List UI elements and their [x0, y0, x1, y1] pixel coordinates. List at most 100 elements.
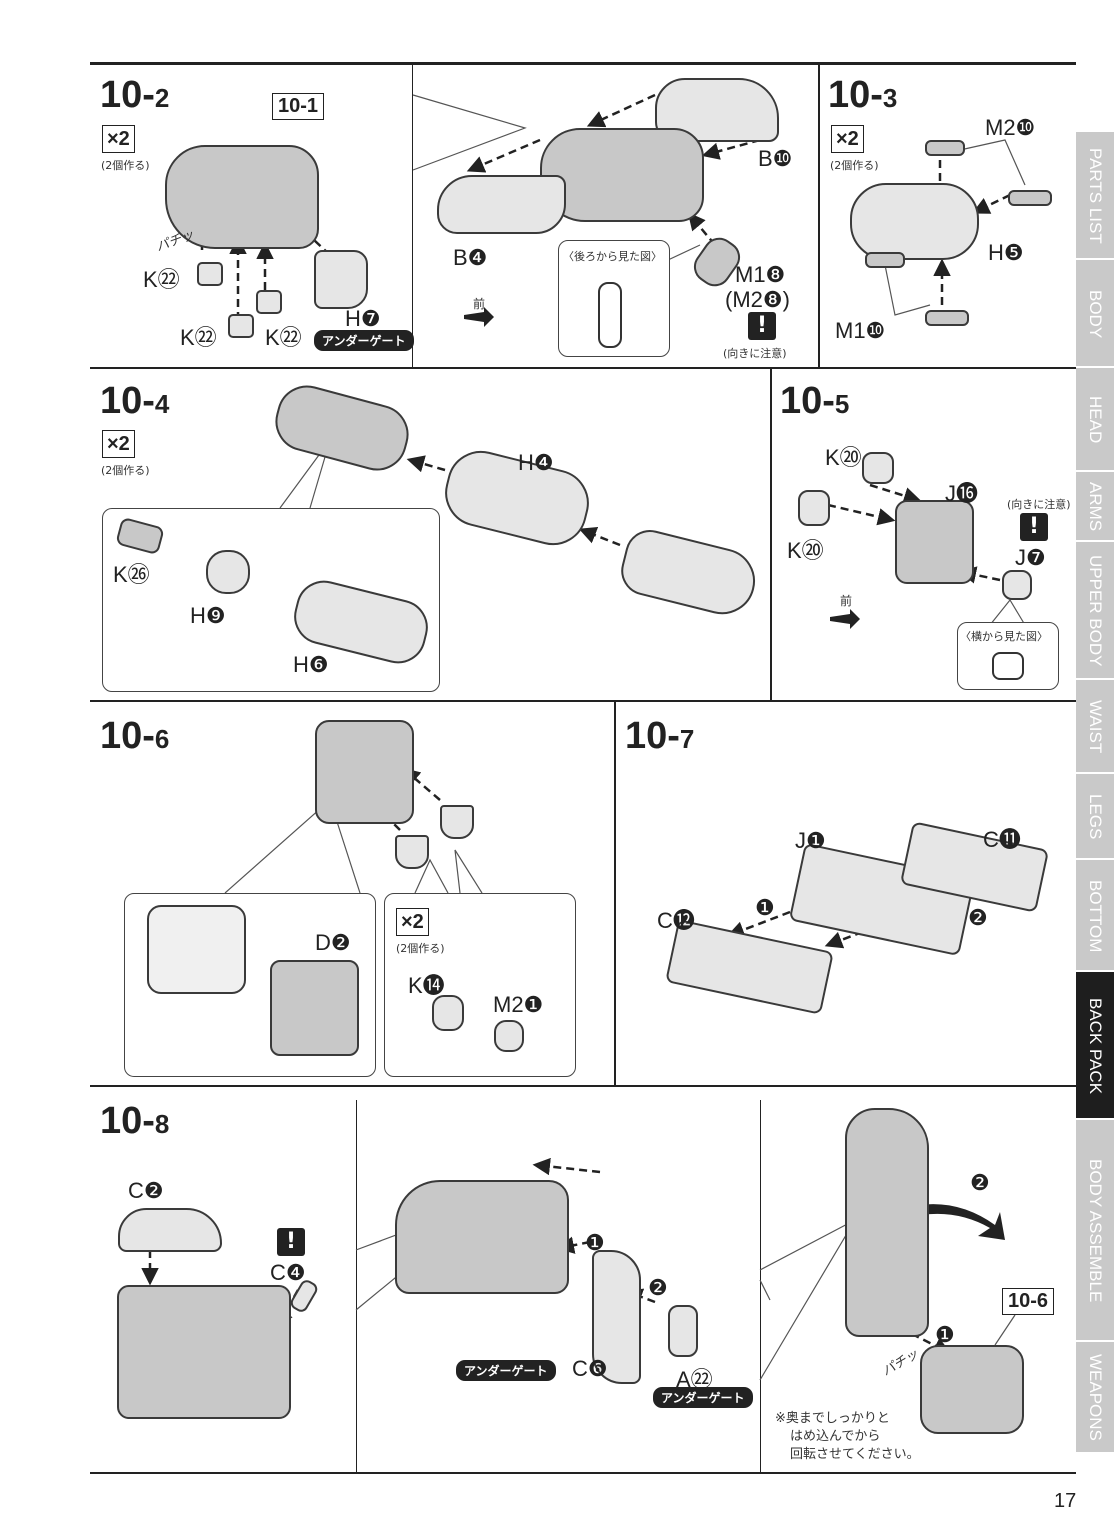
label-c12: C⓬ — [657, 908, 695, 933]
part-h9 — [206, 550, 250, 594]
tab-weapons[interactable]: WEAPONS — [1076, 1340, 1114, 1452]
divider-10-7 — [614, 702, 616, 1085]
front-label: 前 — [473, 297, 486, 311]
part-k22-b — [228, 314, 254, 338]
label-h9: H❾ — [190, 603, 226, 628]
part-k20-upper — [862, 452, 894, 484]
label-c4: C❹ — [270, 1260, 306, 1285]
part-h7 — [314, 250, 368, 309]
top-rule — [90, 62, 1076, 65]
backpack-core — [315, 720, 414, 824]
step-10-3-main: 10- — [828, 74, 883, 116]
part-d2 — [270, 960, 359, 1056]
times-two-badge-10-6: ×2 — [396, 908, 429, 936]
warning-icon-10-5: ! — [1020, 513, 1048, 541]
part-k22-a — [197, 262, 223, 286]
rule-row3-bottom — [90, 1085, 1076, 1087]
step-10-8-number: 10-8 — [100, 1100, 169, 1143]
undergate-badge: アンダーゲート — [314, 330, 414, 351]
tab-back-pack[interactable]: BACK PACK — [1076, 970, 1114, 1120]
back-view-slot — [598, 282, 622, 348]
tall-booster — [845, 1108, 929, 1337]
order-marker-2-mid: ❷ — [648, 1275, 668, 1300]
label-k20-lower: K⑳ — [787, 538, 824, 563]
undergate-badge-c6: アンダーゲート — [456, 1360, 556, 1381]
warning-icon-10-8: ! — [277, 1228, 305, 1256]
side-view-part — [992, 652, 1024, 680]
step-10-7-number: 10-7 — [625, 715, 694, 758]
part-m1-10-b — [925, 310, 969, 326]
label-b10: B❿ — [758, 146, 793, 171]
tab-bottom[interactable]: BOTTOM — [1076, 858, 1114, 972]
page-number: 17 — [1054, 1490, 1077, 1512]
step-10-6-number: 10-6 — [100, 715, 169, 758]
label-m2-1: M2❶ — [493, 992, 544, 1017]
tab-head[interactable]: HEAD — [1076, 366, 1114, 472]
part-b4-shell — [437, 175, 566, 234]
warning-icon: ! — [748, 312, 776, 340]
back-view-inset — [558, 240, 670, 357]
step-10-5-number: 10-5 — [780, 380, 849, 423]
divider-10-2 — [412, 64, 413, 367]
label-k22-a: K㉒ — [143, 267, 180, 292]
careful-orientation-note: (向きに注意) — [723, 347, 787, 360]
order-marker-1-mid: ❶ — [585, 1230, 605, 1255]
step-10-6-sub: 6 — [154, 724, 170, 754]
label-m2-10: M2❿ — [985, 115, 1036, 140]
divider-10-5 — [770, 369, 772, 700]
step-10-4-number: 10-4 — [100, 380, 169, 423]
order-marker-2: ❷ — [968, 905, 988, 930]
part-k14 — [432, 995, 464, 1031]
step-10-6-main: 10- — [100, 715, 155, 757]
part-j7 — [1002, 570, 1032, 600]
label-m1-8: M1❽ — [735, 262, 786, 287]
times-two-badge-10-4: ×2 — [102, 430, 135, 458]
make-two-note-10-6: (2個作る) — [396, 942, 445, 955]
label-k20-upper: K⑳ — [825, 445, 862, 470]
label-k14: K⓮ — [408, 973, 445, 998]
booster-body — [395, 1180, 569, 1294]
label-k22-b: K㉒ — [180, 325, 217, 350]
back-view-label: 〈後ろから見た図〉 — [563, 250, 662, 263]
label-c6: C❻ — [572, 1356, 608, 1381]
step-10-2-number: 10-2 — [100, 74, 169, 117]
tab-upper-body[interactable]: UPPER BODY — [1076, 540, 1114, 680]
tab-legs[interactable]: LEGS — [1076, 772, 1114, 860]
part-c2-cover — [118, 1208, 222, 1252]
part-h5-cylinder — [850, 183, 979, 260]
step-10-2-sub: 2 — [154, 83, 170, 113]
tab-waist[interactable]: WAIST — [1076, 678, 1114, 774]
label-j7: J❼ — [1015, 545, 1046, 570]
part-j16-assembly — [895, 500, 974, 584]
label-h4: H❹ — [518, 450, 554, 475]
rule-row1-bottom — [90, 367, 1076, 369]
step-10-3-number: 10-3 — [828, 74, 897, 117]
tab-parts-list[interactable]: PARTS LIST — [1076, 130, 1114, 260]
order-marker-2-right: ❷ — [970, 1170, 990, 1195]
order-marker-1: ❶ — [755, 895, 775, 920]
tab-body[interactable]: BODY — [1076, 258, 1114, 368]
nozzle-a — [395, 835, 429, 869]
front-label-10-5: 前 — [840, 594, 853, 608]
label-k26: K㉖ — [113, 562, 150, 587]
nozzle-b — [440, 805, 474, 839]
tab-body-assemble[interactable]: BODY ASSEMBLE — [1076, 1118, 1114, 1342]
step-10-4-sub: 4 — [154, 389, 170, 419]
divider-10-3 — [818, 64, 820, 367]
ref-step-box-10-6: 10-6 — [1002, 1288, 1055, 1315]
label-m2-8: (M2❽) — [725, 287, 790, 312]
label-b4: B❹ — [453, 245, 488, 270]
backpack-core-assembled — [920, 1345, 1024, 1434]
divider-10-8b — [760, 1100, 761, 1472]
label-k22-c: K㉒ — [265, 325, 302, 350]
leg-armor-assembly — [165, 145, 319, 249]
step-10-5-main: 10- — [780, 380, 835, 422]
part-m2-10-b — [1008, 190, 1052, 206]
part-a22 — [668, 1305, 698, 1357]
step-10-8-sub: 8 — [154, 1109, 170, 1139]
label-j1: J❶ — [795, 828, 826, 853]
make-two-note-10-4: (2個作る) — [101, 464, 150, 477]
tab-arms[interactable]: ARMS — [1076, 470, 1114, 542]
label-h6: H❻ — [293, 652, 329, 677]
step-10-3-sub: 3 — [882, 83, 898, 113]
